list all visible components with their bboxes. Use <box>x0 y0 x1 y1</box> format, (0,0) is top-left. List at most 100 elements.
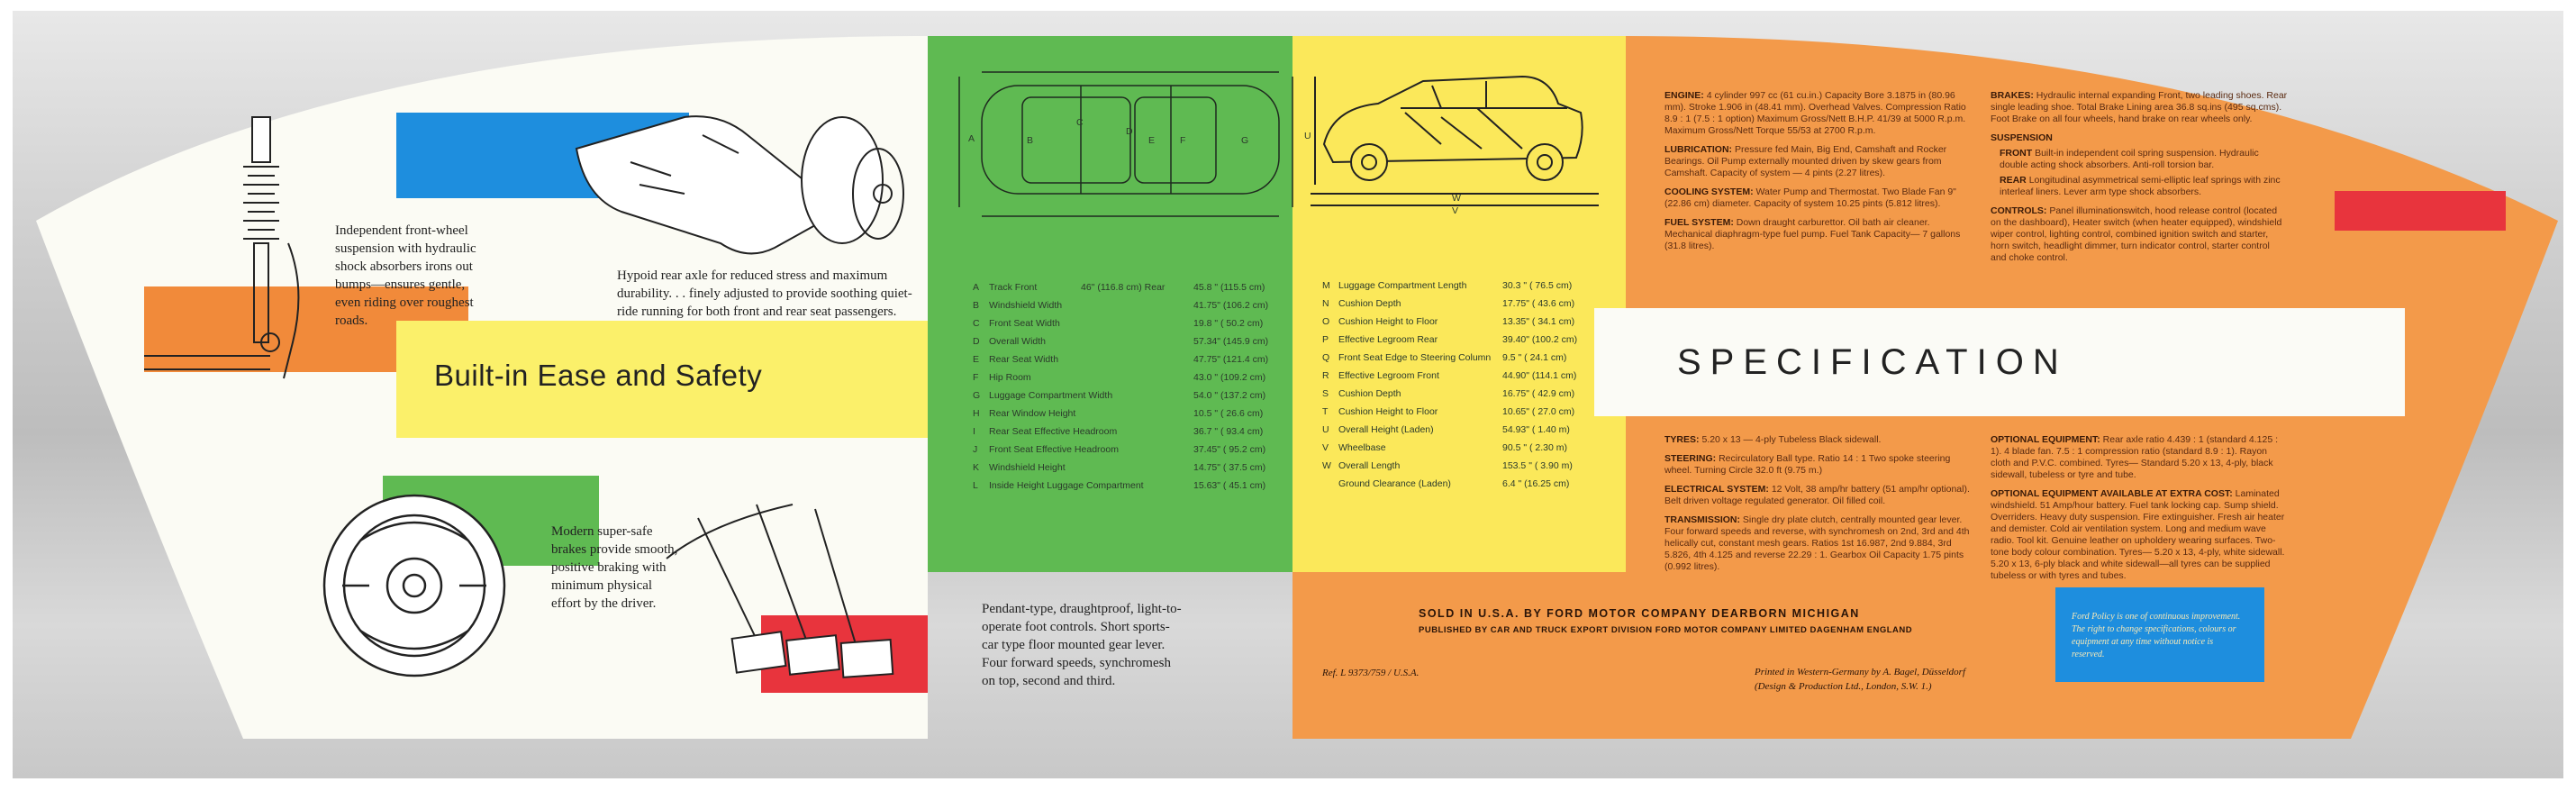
spec-label: LUBRICATION: <box>1664 144 1733 155</box>
spec-label: OPTIONAL EQUIPMENT: <box>1991 434 2100 445</box>
spec-label: FRONT <box>2000 148 2033 159</box>
dimension-label: Cushion Height to Floor <box>1338 406 1438 417</box>
dimension-value: 54.93" ( 1.40 m) <box>1502 424 1570 435</box>
dimension-label: Luggage Compartment Width <box>989 390 1113 401</box>
dimension-value: 39.40" (100.2 cm) <box>1502 334 1578 345</box>
spec-entry: OPTIONAL EQUIPMENT: Rear axle ratio 4.43… <box>1991 434 2288 481</box>
diagram-letter: C <box>1076 117 1084 128</box>
dimension-value: 43.0 " (109.2 cm) <box>1193 372 1266 383</box>
dimension-label: Rear Seat Effective Headroom <box>989 426 1118 437</box>
dimension-label: Windshield Height <box>989 462 1066 473</box>
dimension-value: 47.75" (121.4 cm) <box>1193 354 1269 365</box>
spec-text: Down draught carburettor. Oil bath air c… <box>1664 217 1961 251</box>
spec-text: Panel illuminationswitch, hood release c… <box>1991 205 2282 263</box>
spec-text: Laminated windshield. 51 Amp/hour batter… <box>1991 488 2285 581</box>
dimension-value: 90.5 " ( 2.30 m) <box>1502 442 1568 453</box>
dimension-key: Q <box>1322 352 1330 363</box>
diagram-letter: A <box>968 133 975 144</box>
dimension-value: 10.65" ( 27.0 cm) <box>1502 406 1575 417</box>
dimension-key: J <box>973 444 978 455</box>
dimension-label: Front Seat Effective Headroom <box>989 444 1119 455</box>
dimension-key: M <box>1322 280 1330 291</box>
dimension-value: 19.8 " ( 50.2 cm) <box>1193 318 1264 329</box>
pedals-drawing <box>666 504 894 678</box>
rear-axle-drawing <box>575 115 904 255</box>
dimension-value: 16.75" ( 42.9 cm) <box>1502 388 1575 399</box>
spec-entry: BRAKES: Hydraulic internal expanding Fro… <box>1991 90 2288 125</box>
spec-text: Recirculatory Ball type. Ratio 14 : 1 Tw… <box>1664 453 1951 476</box>
dimension-value: 37.45" ( 95.2 cm) <box>1193 444 1266 455</box>
dimension-value: 57.34" (145.9 cm) <box>1193 336 1269 347</box>
spec-entry: TYRES: 5.20 x 13 — 4-ply Tubeless Black … <box>1664 434 1975 446</box>
dimension-key: B <box>973 300 980 311</box>
spec-text: 4 cylinder 997 cc (61 cu.in.) Capacity B… <box>1664 90 1966 136</box>
spec-entry: TRANSMISSION: Single dry plate clutch, c… <box>1664 514 1975 573</box>
spec-text: Longitudinal asymmetrical semi-elliptic … <box>2000 175 2281 197</box>
spec-label: FUEL SYSTEM: <box>1664 217 1734 228</box>
dimension-label: Front Seat Width <box>989 318 1060 329</box>
spec-label: REAR <box>2000 175 2027 186</box>
spec-label: CONTROLS: <box>1991 205 2047 216</box>
left-page-heading: Built-in Ease and Safety <box>434 359 763 392</box>
dimension-key: S <box>1322 388 1329 399</box>
dimension-label: Rear Window Height <box>989 408 1076 419</box>
spec-top-right: BRAKES: Hydraulic internal expanding Fro… <box>1991 90 2288 264</box>
dimension-value: 13.35" ( 34.1 cm) <box>1502 316 1575 327</box>
car-top-view-diagram <box>958 71 1293 217</box>
dimension-key: G <box>973 390 981 401</box>
diagram-letter: B <box>1027 135 1034 146</box>
dimension-row: J Front Seat Effective Headroom 37.45" ( 9… <box>973 444 1265 460</box>
spec-text: 5.20 x 13 — 4-ply Tubeless Black sidewal… <box>1701 434 1882 445</box>
dimension-value: 9.5 " ( 24.1 cm) <box>1502 352 1567 363</box>
dimension-label: Overall Width <box>989 336 1047 347</box>
spec-entry: FRONT Built-in independent coil spring s… <box>1991 148 2288 171</box>
dimension-key: N <box>1322 298 1329 309</box>
brake-drum-drawing <box>322 494 506 677</box>
orange-lower <box>1293 572 1626 739</box>
dimension-label: Front Seat Edge to Steering Column <box>1338 352 1492 363</box>
spec-text: 12 Volt, 38 amp/hr battery (51 amp/hr op… <box>1664 484 1970 506</box>
dimension-key: T <box>1322 406 1329 417</box>
dimension-row: Ground Clearance (Laden)6.4 " (16.25 cm) <box>1322 478 1569 495</box>
dimension-label: Overall Height (Laden) <box>1338 424 1434 435</box>
dimension-label: Cushion Depth <box>1338 298 1401 309</box>
dimension-label: Wheelbase <box>1338 442 1386 453</box>
spec-text: Pressure fed Main, Big End, Camshaft and… <box>1664 144 1947 178</box>
spec-text: Single dry plate clutch, centrally mount… <box>1664 514 1970 572</box>
dimension-value: 6.4 " (16.25 cm) <box>1502 478 1570 489</box>
rear-axle-caption: Hypoid rear axle for reduced stress and … <box>617 268 912 319</box>
spec-entry: FUEL SYSTEM: Down draught carburettor. O… <box>1664 217 1975 252</box>
dimension-key: I <box>973 426 975 437</box>
spec-label: ELECTRICAL SYSTEM: <box>1664 484 1769 495</box>
green-panel <box>928 36 1293 572</box>
dimension-row: G Luggage Compartment Width 54.0 " (137.2 … <box>973 390 1265 406</box>
diagram-letter: E <box>1148 135 1156 146</box>
spec-entry: LUBRICATION: Pressure fed Main, Big End,… <box>1664 144 1975 179</box>
dimension-key: U <box>1322 424 1329 435</box>
spec-bottom-right: OPTIONAL EQUIPMENT: Rear axle ratio 4.43… <box>1991 434 2288 582</box>
spec-entry: SUSPENSION <box>1991 132 2288 144</box>
spec-text: Water Pump and Thermostat. Two Blade Fan… <box>1664 186 1956 209</box>
spec-entry: OPTIONAL EQUIPMENT AVAILABLE AT EXTRA CO… <box>1991 488 2288 582</box>
spec-label: TRANSMISSION: <box>1664 514 1740 525</box>
dimension-key: K <box>973 462 980 473</box>
dimension-value: 30.3 " ( 76.5 cm) <box>1502 280 1573 291</box>
dimension-mid: 46" (116.8 cm) Rear <box>1081 282 1166 293</box>
sold-in-line: SOLD IN U.S.A. BY FORD MOTOR COMPANY DEA… <box>1419 607 1860 620</box>
diagram-letter: V <box>1452 205 1459 216</box>
dimension-label: Cushion Height to Floor <box>1338 316 1438 327</box>
dimension-label: Luggage Compartment Length <box>1338 280 1467 291</box>
red-strip <box>2335 191 2506 231</box>
dimension-value: 54.0 " (137.2 cm) <box>1193 390 1266 401</box>
dimension-key: R <box>1322 370 1329 381</box>
spec-bottom-left: TYRES: 5.20 x 13 — 4-ply Tubeless Black … <box>1664 434 1975 573</box>
